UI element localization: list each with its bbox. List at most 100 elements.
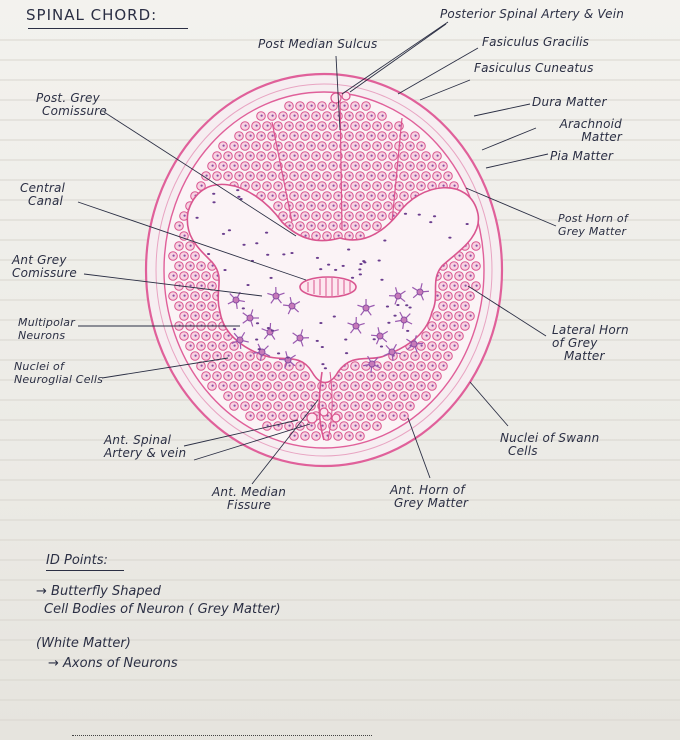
axon-dot [304, 194, 307, 197]
axon-dot [304, 154, 307, 157]
axon-dot [244, 384, 247, 387]
axon-dot [359, 134, 362, 137]
axon-dot [227, 334, 230, 337]
glial-nucleus [380, 278, 384, 281]
multipolar-neuron [282, 297, 301, 315]
title-underline [28, 28, 188, 29]
axon-dot [183, 294, 186, 297]
axon-dot [464, 304, 467, 307]
axon-dot [277, 144, 280, 147]
axon-dot [464, 284, 467, 287]
axon-dot [359, 194, 362, 197]
axon-dot [238, 154, 241, 157]
axon-dot [266, 424, 269, 427]
axon-dot [233, 344, 236, 347]
axon-dot [189, 304, 192, 307]
axon-dot [337, 234, 340, 237]
axon-dot [469, 254, 472, 257]
axon-dot [310, 204, 313, 207]
axon-dot [293, 154, 296, 157]
axon-dot [222, 364, 225, 367]
axon-dot [227, 394, 230, 397]
axon-dot [216, 154, 219, 157]
axon-dot [315, 134, 318, 137]
axon-dot [436, 334, 439, 337]
axon-dot [392, 374, 395, 377]
axon-dot [299, 164, 302, 167]
axon-dot [266, 384, 269, 387]
axon-dot [288, 424, 291, 427]
axon-dot [442, 164, 445, 167]
axon-dot [183, 314, 186, 317]
axon-dot [222, 384, 225, 387]
axon-dot [348, 434, 351, 437]
axon-dot [310, 104, 313, 107]
axon-dot [343, 384, 346, 387]
axon-dot [321, 184, 324, 187]
glial-nucleus [276, 352, 281, 355]
glial-nucleus [358, 268, 362, 271]
axon-dot [293, 394, 296, 397]
label-ant-grey-commissure: Ant Grey Comissure [12, 253, 77, 280]
axon-dot [227, 354, 230, 357]
axon-dot [398, 124, 401, 127]
axon-dot [469, 294, 472, 297]
axon-dot [293, 434, 296, 437]
axon-dot [321, 104, 324, 107]
anterior-median-fissure-edge [327, 371, 333, 441]
axon-dot [189, 244, 192, 247]
multipolar-neuron [406, 335, 424, 353]
axon-dot [403, 414, 406, 417]
axon-dot [326, 214, 329, 217]
axon-dot [293, 374, 296, 377]
axon-dot [299, 424, 302, 427]
axon-dot [409, 384, 412, 387]
axon-dot [387, 404, 390, 407]
axon-dot [354, 164, 357, 167]
axon-dot [299, 204, 302, 207]
axon-dot [282, 374, 285, 377]
axon-dot [282, 414, 285, 417]
axon-dot [315, 154, 318, 157]
axon-dot [387, 364, 390, 367]
axon-dot [260, 394, 263, 397]
axon-dot [403, 354, 406, 357]
axon-dot [409, 184, 412, 187]
axon-dot [288, 184, 291, 187]
axon-dot [365, 144, 368, 147]
axon-dot [343, 204, 346, 207]
axon-dot [277, 204, 280, 207]
axon-dot [403, 154, 406, 157]
axon-dot [458, 254, 461, 257]
axon-dot [315, 394, 318, 397]
id-point-1: → Butterfly Shaped [36, 584, 161, 599]
axon-dot [348, 374, 351, 377]
axon-dot [277, 404, 280, 407]
axon-dot [420, 144, 423, 147]
axon-dot [359, 374, 362, 377]
axon-dot [381, 154, 384, 157]
axon-dot [337, 134, 340, 137]
glial-nucleus [319, 268, 323, 271]
glial-nucleus [406, 329, 410, 332]
axon-dot [354, 404, 357, 407]
axon-dot [310, 124, 313, 127]
axon-dot [266, 404, 269, 407]
multipolar-neuron [347, 316, 365, 334]
multipolar-neuron [242, 309, 259, 327]
axon-dot [348, 414, 351, 417]
axon-dot [189, 344, 192, 347]
axon-dot [398, 164, 401, 167]
axon-dot [425, 334, 428, 337]
axon-dot [255, 144, 258, 147]
axon-dot [370, 214, 373, 217]
axon-dot [376, 424, 379, 427]
axon-dot [403, 134, 406, 137]
axon-dot [442, 184, 445, 187]
glial-nucleus [465, 223, 469, 226]
axon-dot [266, 164, 269, 167]
axon-dot [387, 124, 390, 127]
axon-dot [282, 394, 285, 397]
axon-dot [326, 154, 329, 157]
axon-dot [453, 264, 456, 267]
